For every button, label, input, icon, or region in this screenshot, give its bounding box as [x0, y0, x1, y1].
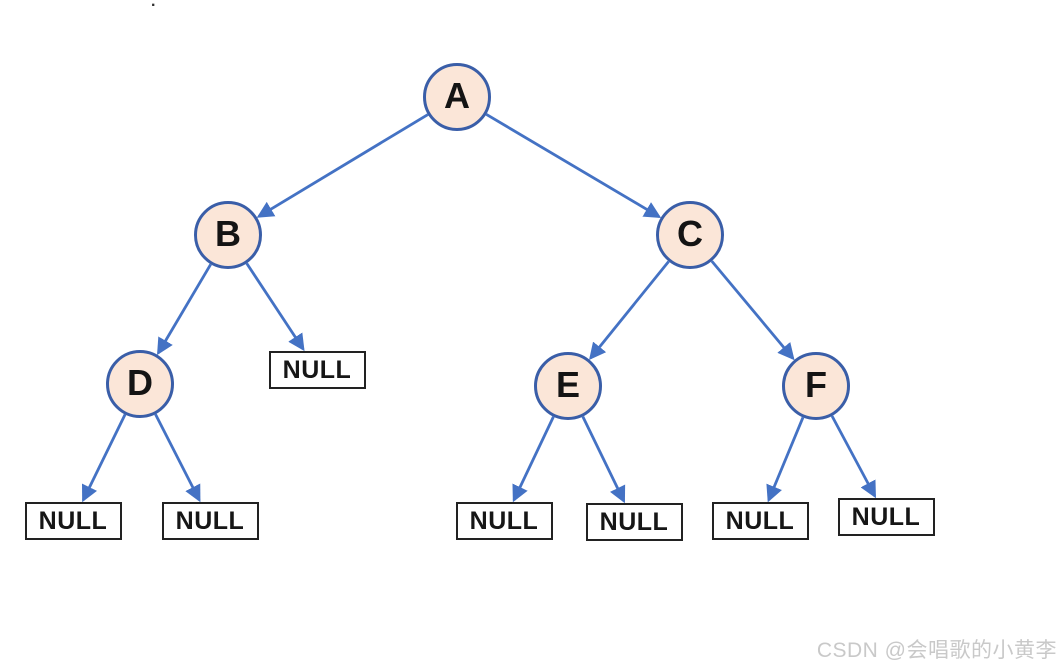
tree-edge-E-to-null-e-right [581, 415, 626, 504]
tree-node-label: A [444, 75, 470, 116]
tree-edge-D-to-null-d-left [81, 413, 127, 503]
null-leaf-box-null-d-right: NULL [161, 502, 259, 540]
null-leaf-box-null-f-right: NULL [837, 498, 935, 536]
null-leaf-label: NULL [175, 506, 245, 535]
tree-edge-F-to-null-f-right [830, 415, 877, 499]
null-leaf-label: NULL [38, 506, 108, 535]
tree-edge-C-to-E [589, 260, 670, 360]
tree-node-label: B [215, 213, 241, 254]
tree-node-B: B [194, 201, 262, 269]
tree-edge-A-to-B [256, 113, 429, 218]
tree-edge-D-to-null-d-right [154, 413, 201, 503]
tree-node-E: E [534, 352, 602, 420]
tree-node-label: F [805, 364, 827, 405]
null-leaf-label: NULL [725, 506, 795, 535]
tree-node-label: C [677, 213, 703, 254]
null-leaf-box-null-d-left: NULL [24, 502, 122, 540]
tree-node-A: A [423, 63, 491, 131]
tree-edge-F-to-null-f-left [766, 416, 805, 503]
tree-node-D: D [106, 350, 174, 418]
null-leaf-label: NULL [599, 507, 669, 536]
null-leaf-box-null-e-left: NULL [455, 502, 553, 540]
tree-edge-B-to-D [157, 263, 212, 356]
tree-node-label: D [127, 362, 153, 403]
tree-edge-E-to-null-e-left [512, 416, 555, 503]
null-leaf-box-null-f-left: NULL [711, 502, 809, 540]
null-leaf-label: NULL [469, 506, 539, 535]
tree-edge-C-to-F [710, 260, 795, 361]
tree-node-C: C [656, 201, 724, 269]
null-leaf-label: NULL [851, 502, 921, 531]
null-leaf-label: NULL [282, 355, 352, 384]
tree-node-F: F [782, 352, 850, 420]
csdn-watermark: CSDN @会唱歌的小黄李 [816, 639, 1057, 662]
tree-edge-A-to-C [485, 113, 662, 218]
tree-node-label: E [555, 364, 580, 405]
null-leaf-box-null-e-right: NULL [585, 503, 683, 541]
stray-period-artifact: . [151, 0, 156, 10]
null-leaf-box-null-b-right: NULL [268, 351, 366, 389]
tree-edge-B-to-null-b-right [245, 262, 305, 352]
